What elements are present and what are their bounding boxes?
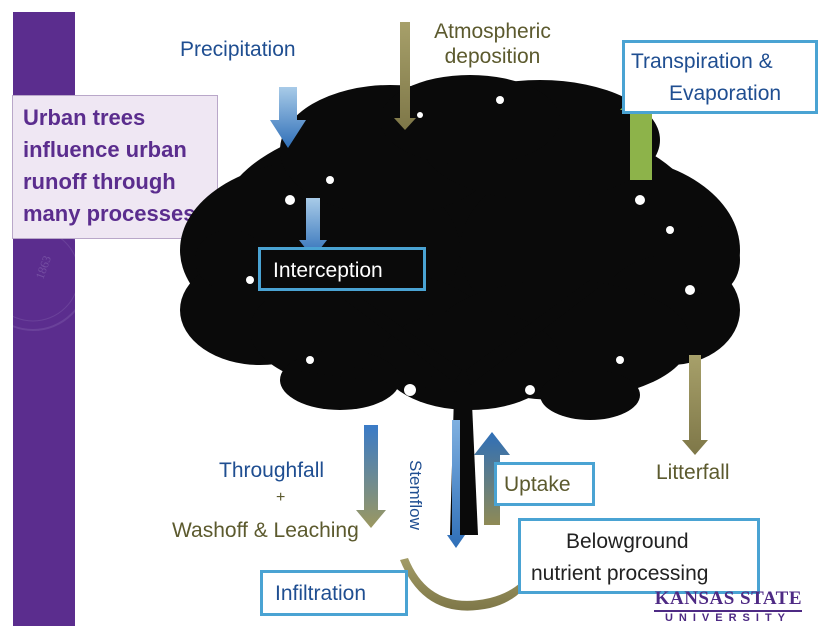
infiltration-label: Infiltration	[275, 582, 367, 605]
infiltration-box: Infiltration	[260, 570, 408, 616]
washoff-leaching-label: Washoff & Leaching	[172, 519, 359, 542]
transpiration-line-1: Transpiration &	[631, 50, 773, 73]
kansas-state-logo-title: KANSAS STATE	[654, 588, 802, 609]
atmospheric-line-1: Atmospheric	[434, 20, 551, 43]
callout-line: influence urban	[23, 137, 187, 162]
throughfall-label: Throughfall	[219, 459, 325, 482]
uptake-arrow	[474, 432, 510, 525]
transpiration-line-2: Evaporation	[669, 82, 782, 105]
throughfall-arrow	[356, 425, 386, 528]
transpiration-box: Transpiration & Evaporation	[622, 40, 818, 114]
precipitation-label: Precipitation	[180, 38, 296, 61]
atmospheric-deposition-label: Atmospheric deposition	[420, 19, 565, 69]
stemflow-label: Stemflow	[406, 460, 425, 530]
uptake-label: Uptake	[504, 473, 571, 496]
callout-line: Urban trees	[23, 105, 146, 130]
plus-label: +	[276, 489, 286, 506]
uptake-box: Uptake	[494, 462, 595, 506]
stemflow-arrow	[447, 420, 465, 548]
belowground-line-2: nutrient processing	[531, 562, 709, 585]
logo-divider	[654, 610, 802, 612]
belowground-box: Belowground nutrient processing	[518, 518, 760, 594]
kansas-state-logo-subtitle: UNIVERSITY	[664, 612, 791, 624]
callout-line: many processes	[23, 201, 196, 226]
interception-box: Interception	[258, 247, 426, 291]
litterfall-label: Litterfall	[656, 461, 730, 484]
summary-callout: Urban trees influence urban runoff throu…	[12, 95, 218, 239]
atmospheric-line-2: deposition	[444, 45, 541, 69]
callout-line: runoff through	[23, 169, 176, 194]
interception-label: Interception	[273, 259, 383, 282]
tree-silhouette	[180, 75, 740, 535]
litterfall-arrow	[682, 355, 708, 455]
precipitation-arrow	[270, 87, 306, 148]
deposition-arrow	[394, 22, 416, 130]
infiltration-curve-arrow	[400, 552, 542, 611]
interception-arrow	[299, 198, 327, 258]
belowground-line-1: Belowground	[566, 530, 689, 553]
